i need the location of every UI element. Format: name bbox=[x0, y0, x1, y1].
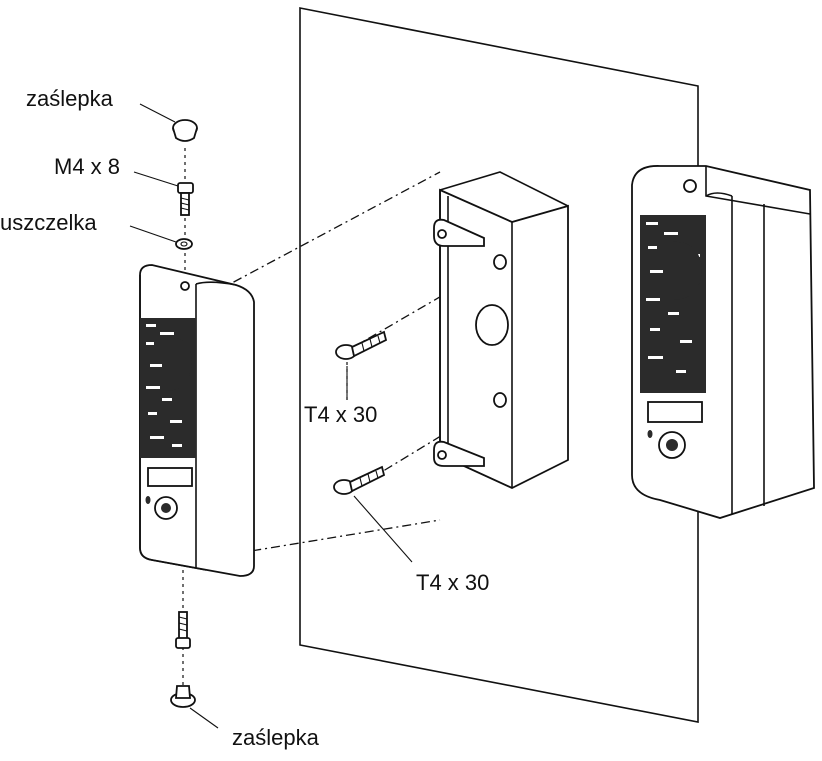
wood-screw-icon-upper bbox=[335, 330, 388, 360]
screw-icon bbox=[177, 182, 194, 216]
label-screw-t4-lower: T4 x 30 bbox=[416, 570, 489, 595]
label-cap-top: zaślepka bbox=[26, 86, 114, 111]
wall-panel bbox=[299, 7, 699, 723]
mounting-bracket-icon bbox=[433, 171, 569, 489]
label-screw-m4: M4 x 8 bbox=[54, 154, 120, 179]
gasket-icon bbox=[175, 238, 193, 250]
label-gasket: uszczelka bbox=[0, 210, 97, 235]
screw-icon-bottom bbox=[175, 611, 191, 649]
cap-icon bbox=[172, 119, 198, 142]
door-station-icon bbox=[139, 264, 255, 577]
wood-screw-icon-lower bbox=[333, 465, 386, 495]
camera-lens-icon bbox=[154, 496, 178, 520]
label-cap-bottom: zaślepka bbox=[232, 725, 320, 750]
cap-icon-bottom bbox=[170, 685, 196, 708]
label-screw-t4-upper: T4 x 30 bbox=[304, 402, 377, 427]
leader-lines bbox=[129, 103, 413, 729]
door-station-assembled bbox=[631, 165, 815, 519]
